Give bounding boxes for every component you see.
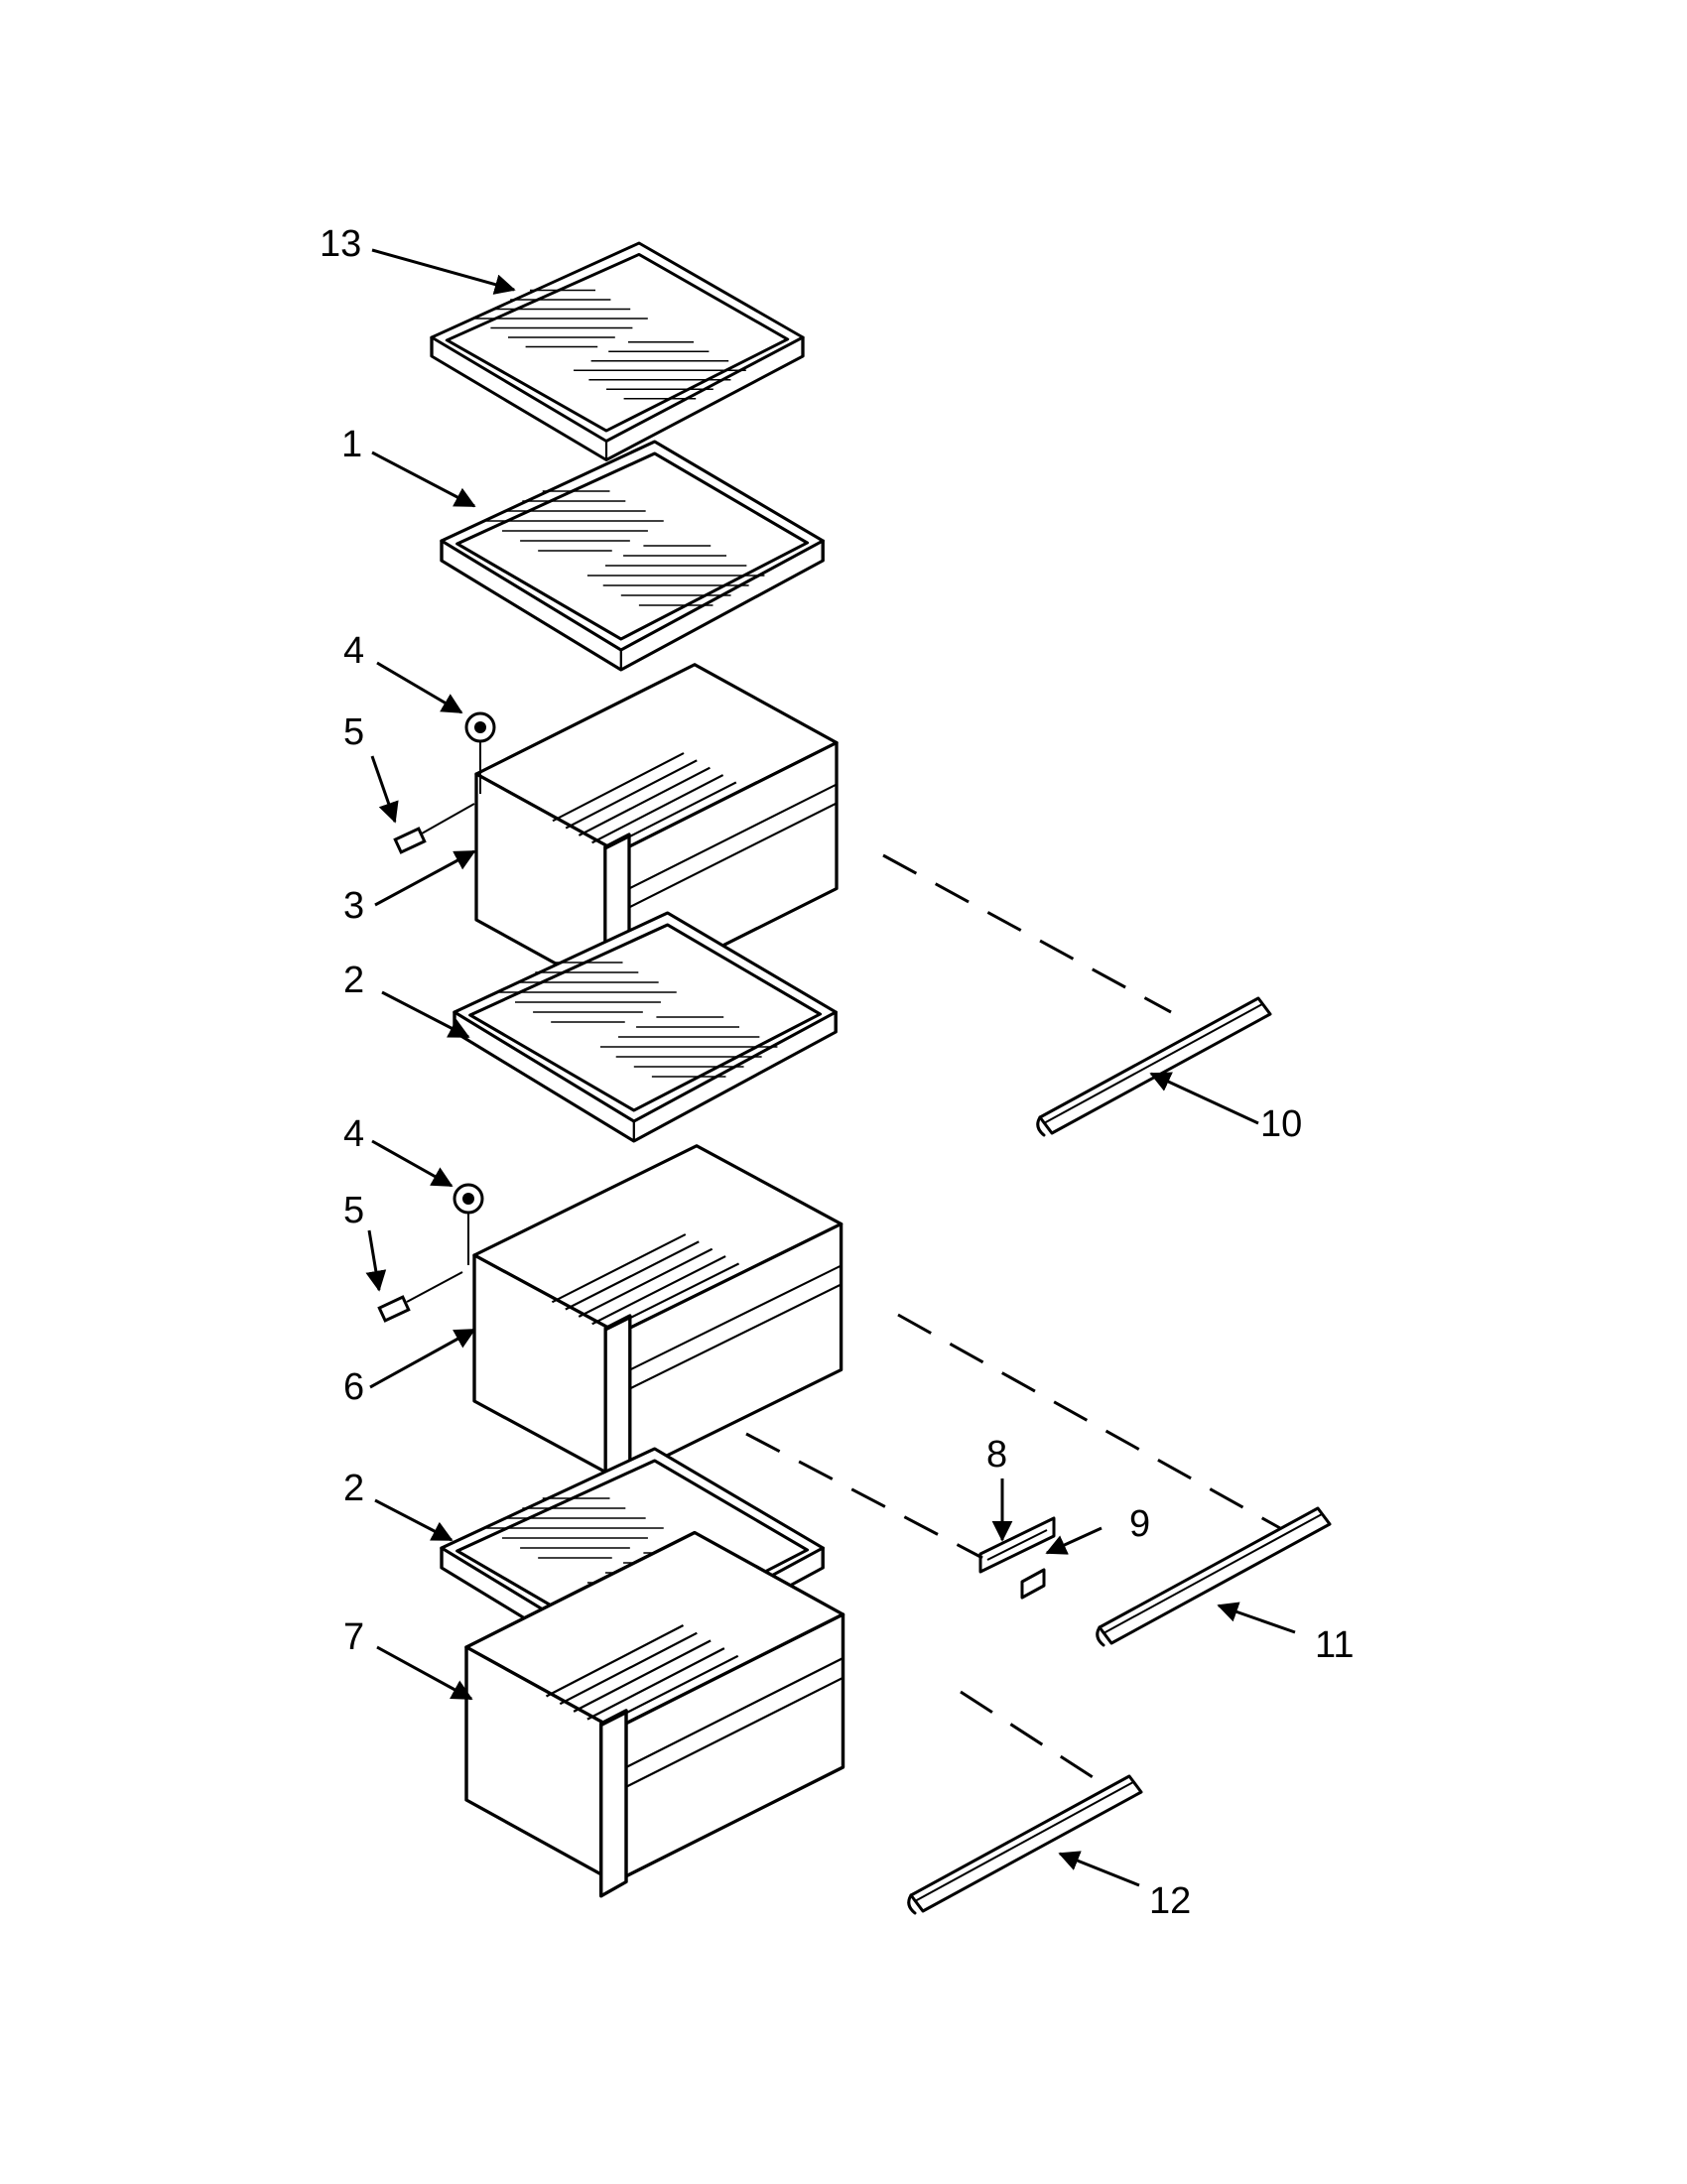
part-4-roller-lower — [453, 1183, 484, 1265]
part-12-rail — [907, 1774, 1143, 1915]
callout-1: 1 — [341, 424, 362, 465]
callout-5b: 5 — [343, 1190, 364, 1231]
part-2-crisper-cover — [454, 913, 836, 1141]
callout-7: 7 — [343, 1616, 364, 1658]
part-1-crisper-cover — [442, 442, 823, 670]
part-8-bracket — [978, 1516, 1056, 1574]
callout-2b: 2 — [343, 1468, 364, 1509]
callout-9: 9 — [1129, 1503, 1150, 1545]
callout-8: 8 — [986, 1434, 1007, 1476]
alignment-lines — [745, 853, 1281, 1788]
part-5-screw-upper — [393, 803, 475, 854]
callout-2: 2 — [343, 960, 364, 1001]
part-9-clip — [1020, 1568, 1046, 1600]
callout-labels: 13 1 4 5 3 2 10 4 5 6 8 9 2 11 7 12 — [320, 223, 1354, 1922]
callout-4b: 4 — [343, 1113, 364, 1155]
callout-5: 5 — [343, 711, 364, 753]
callout-13: 13 — [320, 223, 361, 265]
callout-4: 4 — [343, 630, 364, 672]
part-4-roller-upper — [464, 711, 496, 794]
leader-arrows — [365, 248, 1296, 1887]
part-5-screw-lower — [377, 1271, 463, 1323]
callout-12: 12 — [1149, 1880, 1191, 1922]
callout-10: 10 — [1260, 1103, 1302, 1145]
callout-6: 6 — [343, 1366, 364, 1408]
part-13-glass-shelf — [432, 243, 803, 460]
part-10-rail — [1036, 996, 1272, 1137]
part-6-crisper-drawer — [472, 1144, 844, 1495]
callout-11: 11 — [1315, 1624, 1354, 1666]
callout-3: 3 — [343, 885, 364, 927]
